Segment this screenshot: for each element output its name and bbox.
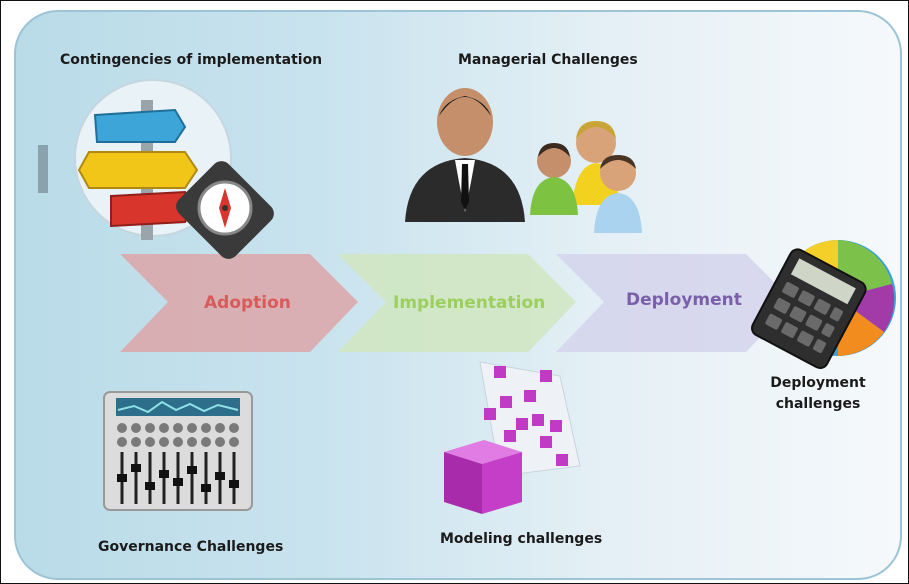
chevron-implementation <box>338 254 576 352</box>
manager-icon <box>405 88 525 222</box>
signpost-compass-icon <box>74 79 274 259</box>
label-managerial: Managerial Challenges <box>458 52 638 68</box>
label-contingencies: Contingencies of implementation <box>60 52 323 68</box>
stage-implementation-label: Implementation <box>393 293 546 313</box>
stage-adoption-label: Adoption <box>204 293 291 313</box>
mixer-console-icon <box>103 391 253 511</box>
label-governance: Governance Challenges <box>98 539 284 555</box>
modeling-cubes-icon <box>444 361 581 514</box>
chevron-adoption <box>120 254 358 352</box>
label-modeling: Modeling challenges <box>440 531 603 547</box>
team-icon <box>530 121 642 233</box>
chevron-deployment <box>556 254 794 352</box>
label-deployment-challenges: Deployment challenges <box>770 375 866 412</box>
calculator-pie-icon <box>751 240 896 369</box>
handle-bar <box>38 145 48 193</box>
stage-deployment-label: Deployment <box>626 290 742 310</box>
